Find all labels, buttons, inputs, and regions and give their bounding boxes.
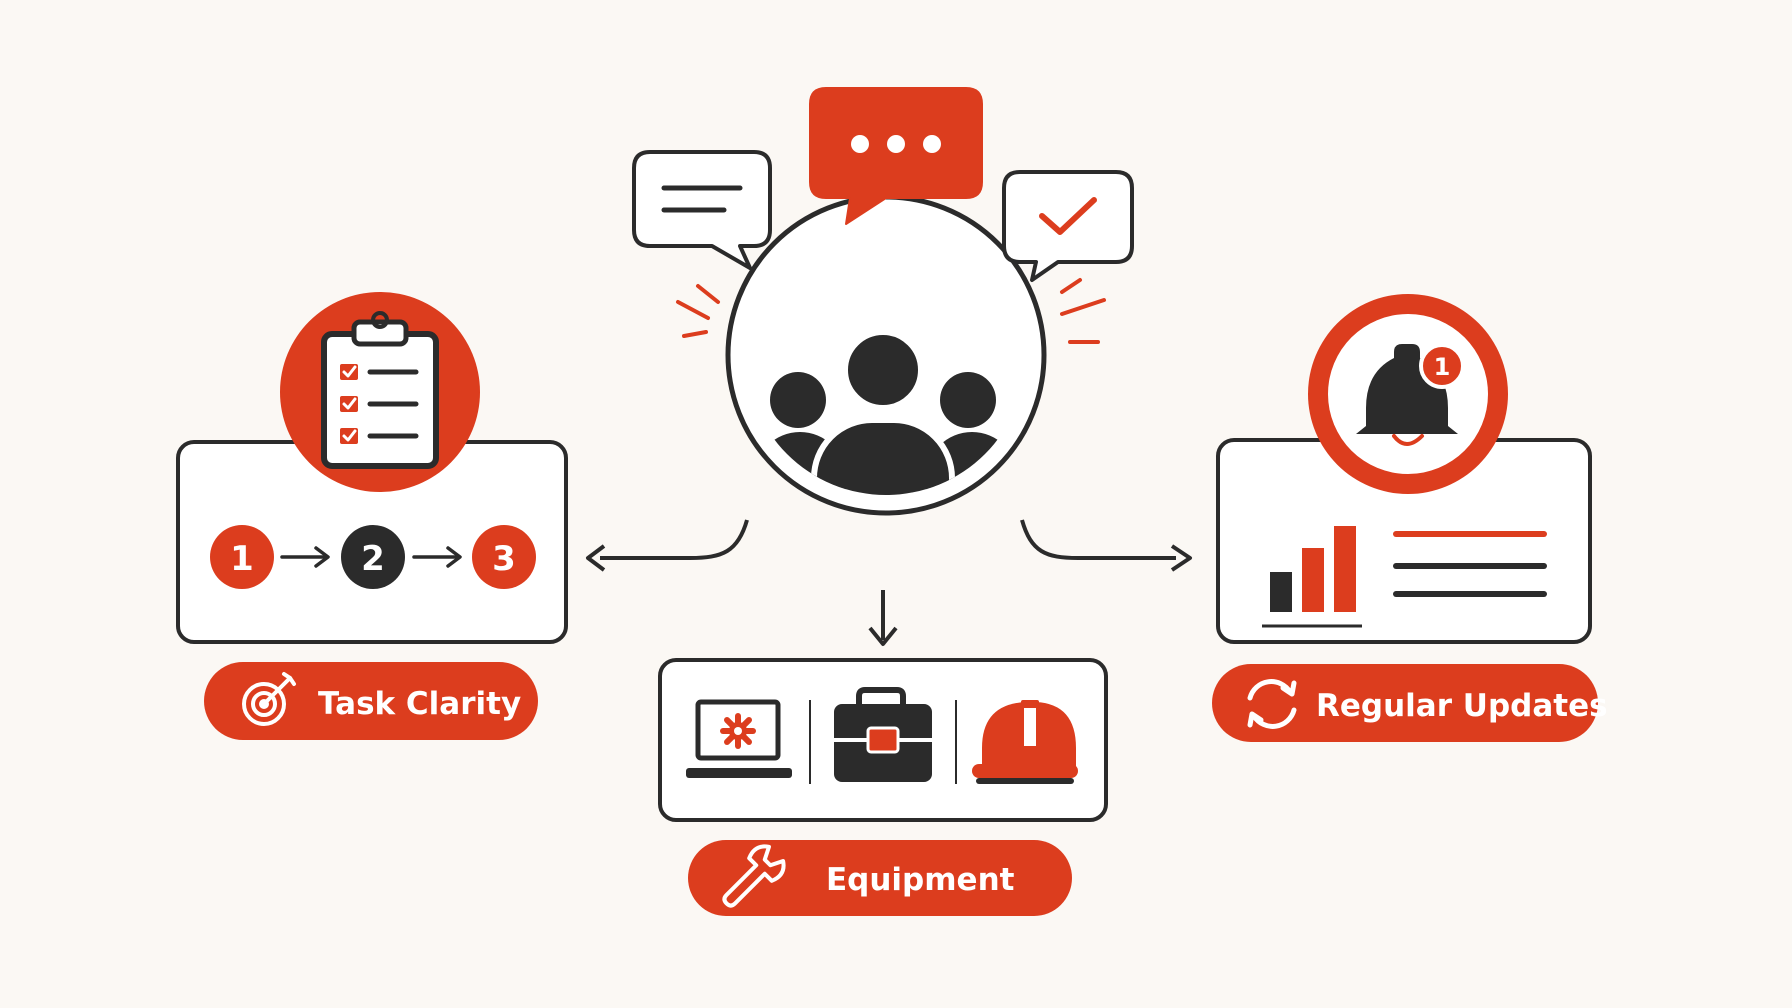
hard-hat-icon [972, 700, 1078, 784]
equipment-label: Equipment [826, 862, 1015, 898]
connector-right [1020, 519, 1192, 572]
task-clarity-label: Task Clarity [318, 686, 521, 722]
laptop-settings-icon [686, 699, 792, 778]
step-1-number: 1 [230, 539, 254, 579]
wrench-icon [722, 844, 786, 908]
regular-updates-label: Regular Updates [1316, 688, 1608, 724]
task-clarity-pill: Task Clarity [204, 662, 538, 740]
toolbox-icon [834, 687, 932, 782]
refresh-icon [1247, 679, 1297, 729]
sound-lines-left [676, 284, 720, 338]
arrow-right-icon [412, 546, 462, 568]
step-sequence: 1 2 3 [210, 525, 536, 589]
target-icon [242, 672, 296, 726]
notification-badge-count: 1 [1434, 353, 1451, 381]
team-icon [725, 194, 1047, 516]
regular-updates-pill: Regular Updates [1212, 664, 1608, 742]
typing-dots-icon [851, 135, 941, 153]
step-1: 1 [210, 525, 274, 589]
speech-bubble-right [1002, 170, 1134, 282]
step-2-number: 2 [361, 539, 385, 579]
step-3: 3 [472, 525, 536, 589]
connector-left [586, 519, 749, 572]
bar-chart-icon [1262, 526, 1362, 628]
speech-bubble-center [809, 87, 983, 225]
clipboard-checklist-icon [280, 292, 480, 492]
step-2: 2 [341, 525, 405, 589]
connector-down [868, 590, 898, 646]
notification-bell-icon: 1 [1308, 294, 1508, 494]
sound-lines-right [1060, 278, 1106, 344]
report-lines [1393, 531, 1547, 597]
step-3-number: 3 [492, 539, 516, 579]
equipment-pill: Equipment [688, 840, 1072, 916]
message-lines-icon [661, 185, 743, 213]
checkmark-icon [1039, 197, 1097, 235]
speech-bubble-left [632, 150, 772, 270]
arrow-right-icon [280, 546, 330, 568]
